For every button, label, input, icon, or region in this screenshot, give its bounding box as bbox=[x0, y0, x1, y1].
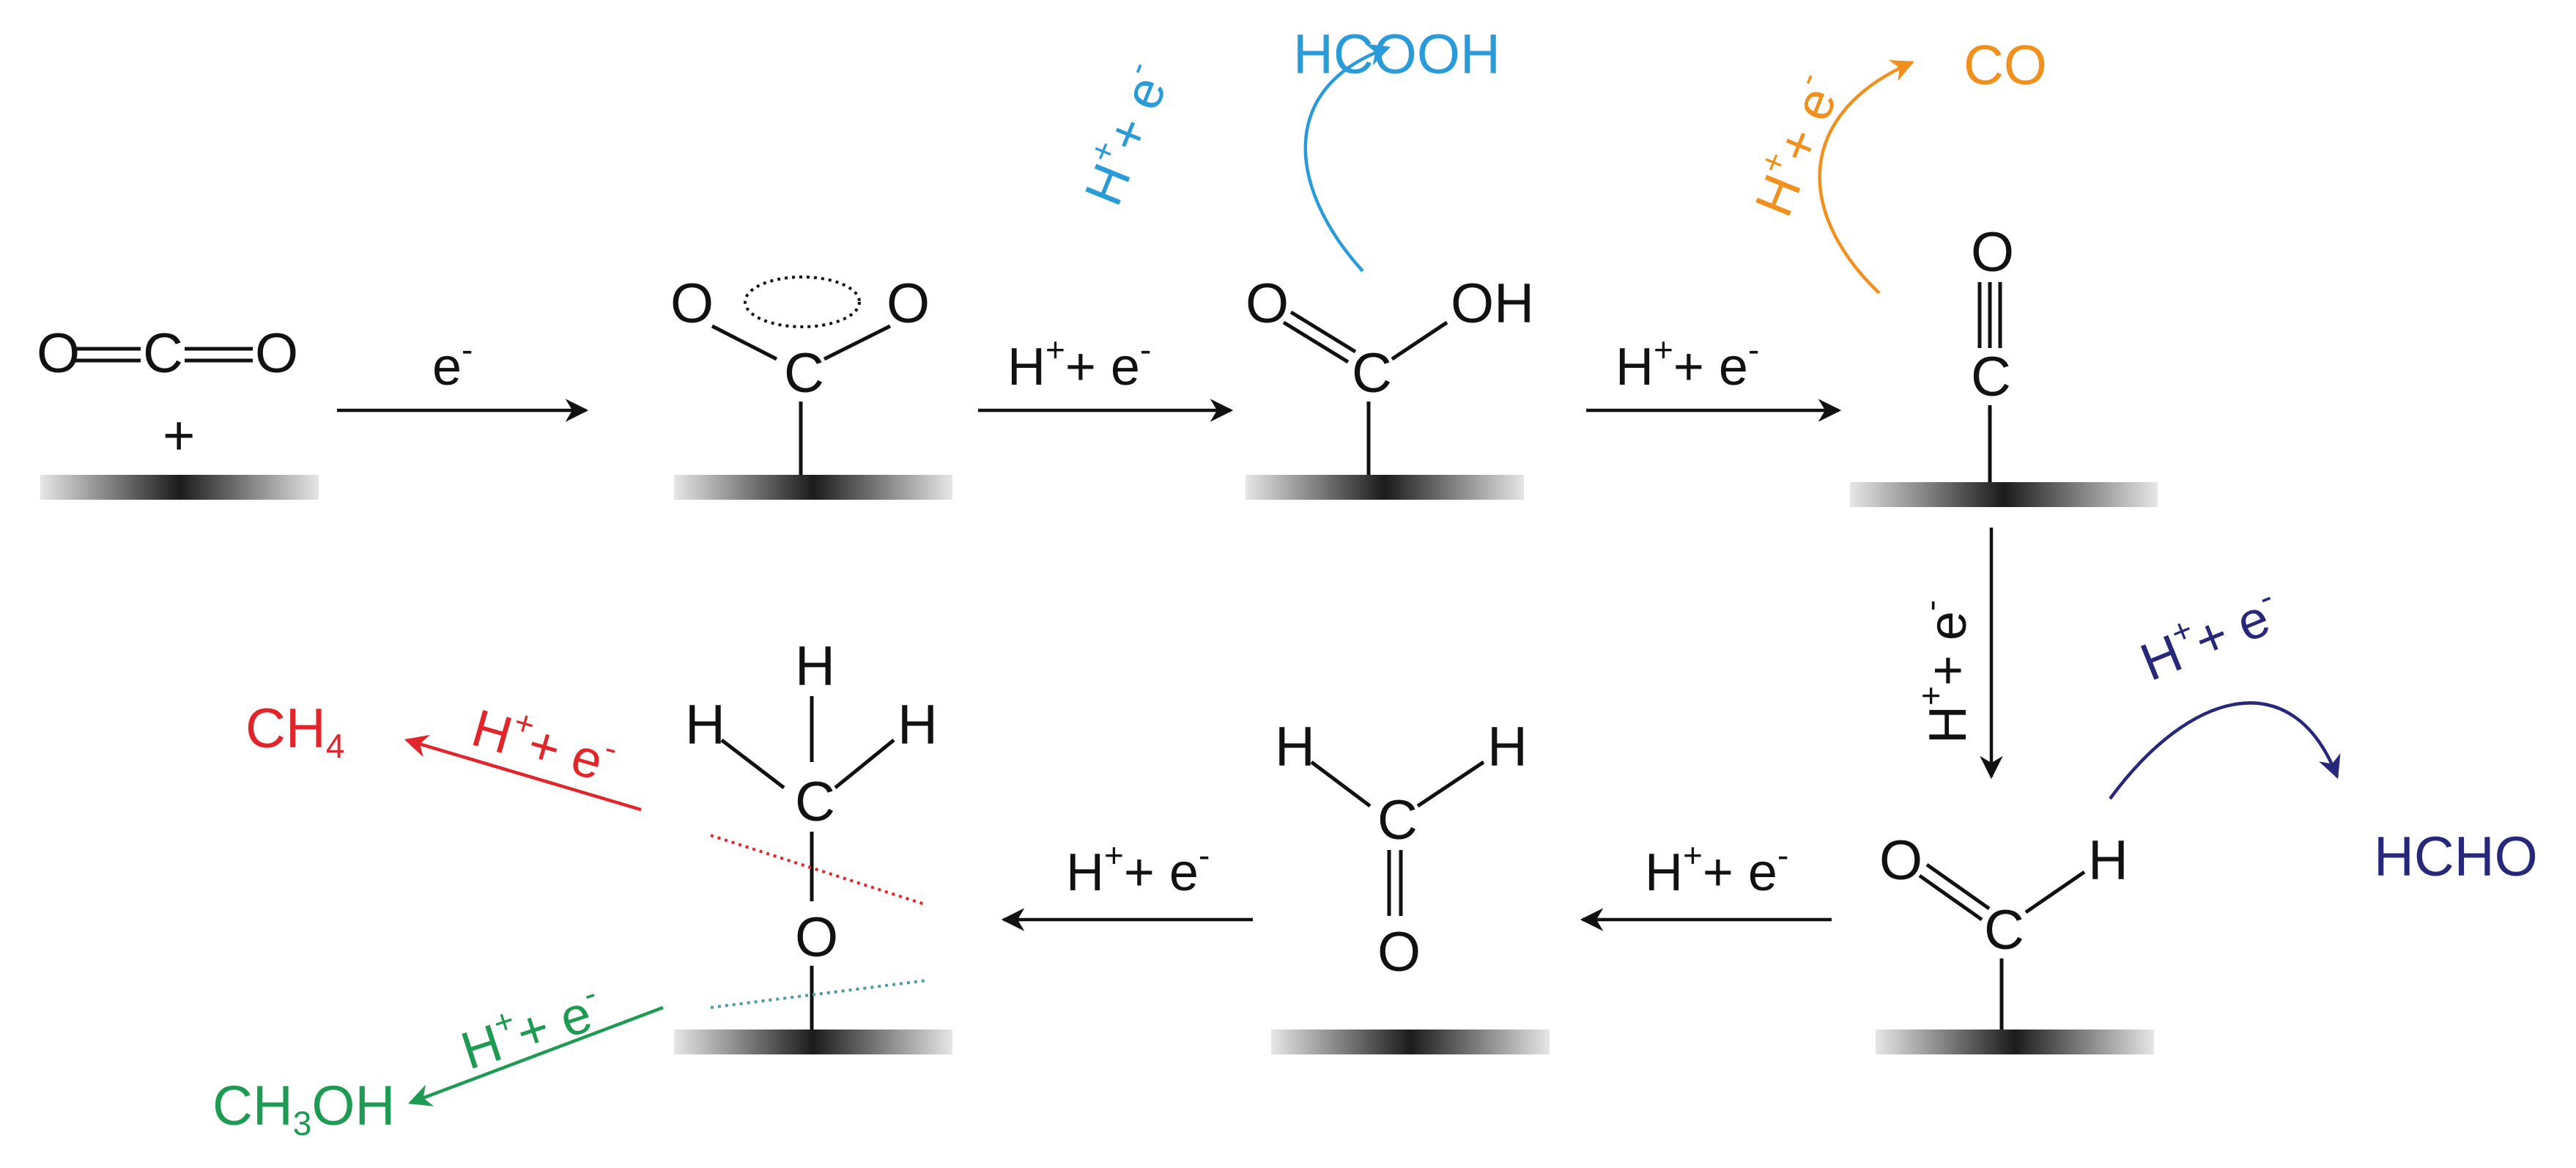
co2-c: C bbox=[143, 322, 183, 385]
co2ads-o-left: O bbox=[670, 273, 714, 335]
cleavage-line-co bbox=[710, 834, 928, 906]
surface-6 bbox=[1271, 1030, 1550, 1054]
label-step-co: H++ e- bbox=[1615, 330, 1759, 396]
cho-o: O bbox=[1879, 829, 1922, 892]
plus-sign: + bbox=[163, 404, 195, 467]
ch2o-c: C bbox=[1377, 789, 1418, 851]
label-hcooh-step: H++ e- bbox=[1067, 55, 1182, 213]
label-step-cho: H++ e- bbox=[1911, 600, 1977, 744]
surface-7 bbox=[674, 1030, 952, 1054]
cleavage-line-osurf bbox=[710, 979, 928, 1009]
surface-4 bbox=[1850, 482, 2158, 507]
ch3o-o: O bbox=[795, 906, 838, 969]
ch3o-adsorbed-molecule: H H H C O bbox=[685, 635, 938, 1030]
co2-o-left: O bbox=[37, 322, 80, 385]
label-co-step: H++ e- bbox=[1737, 66, 1852, 224]
cooh-c: C bbox=[1352, 342, 1392, 404]
product-ch3oh: CH3OH bbox=[212, 1075, 395, 1142]
arrow-to-co bbox=[1818, 59, 1914, 295]
co-o: O bbox=[1971, 221, 2014, 284]
cho-adsorbed-molecule: O H C bbox=[1879, 829, 2128, 1030]
co2-o-right: O bbox=[255, 322, 298, 385]
ch3o-h-right: H bbox=[897, 694, 938, 756]
ch3o-c: C bbox=[795, 771, 835, 833]
cho-c: C bbox=[1984, 899, 2024, 961]
arrow-to-ch3oh bbox=[408, 1005, 664, 1106]
arrow-to-hcooh bbox=[1303, 43, 1391, 273]
delocalized-charge-ring bbox=[744, 276, 861, 328]
ch3o-h-top: H bbox=[795, 635, 835, 698]
cooh-oh: OH bbox=[1451, 273, 1534, 335]
product-ch4: CH4 bbox=[245, 698, 344, 765]
arrow-to-ch4 bbox=[404, 734, 642, 812]
cooh-o: O bbox=[1246, 273, 1289, 335]
co2-adsorbed-molecule: O O C bbox=[670, 273, 930, 475]
label-e-minus: e- bbox=[432, 330, 473, 396]
label-step-cooh: H++ e- bbox=[1007, 330, 1151, 396]
label-step-ch2o: H++ e- bbox=[1645, 836, 1788, 902]
surface-5 bbox=[1876, 1030, 2154, 1054]
co2ads-o-right: O bbox=[887, 273, 930, 335]
surface-2 bbox=[674, 475, 952, 500]
ch3o-h-left: H bbox=[685, 694, 725, 756]
product-hcho: HCHO bbox=[2374, 826, 2538, 888]
co2-free-molecule: O C O + bbox=[37, 322, 298, 467]
cho-h: H bbox=[2088, 829, 2128, 892]
co-adsorbed-molecule: O C bbox=[1971, 221, 2014, 482]
ch2o-adsorbed-molecule: H H C O bbox=[1275, 716, 1528, 983]
ch2o-h-right: H bbox=[1487, 716, 1528, 778]
arrow-to-hcho bbox=[2109, 701, 2341, 800]
label-step-ch3o: H++ e- bbox=[1066, 836, 1210, 902]
co-c: C bbox=[1971, 346, 2011, 408]
surface-3 bbox=[1246, 475, 1524, 500]
co2ads-c: C bbox=[784, 342, 824, 404]
product-co: CO bbox=[1964, 34, 2047, 97]
surface-1 bbox=[40, 475, 319, 500]
ch2o-h-left: H bbox=[1275, 716, 1315, 778]
ch2o-o: O bbox=[1377, 921, 1421, 983]
label-ch3oh-step: H++ e- bbox=[452, 974, 610, 1081]
product-hcooh: HCOOH bbox=[1293, 23, 1500, 86]
label-hcho-step: H++ e- bbox=[2130, 577, 2288, 692]
cooh-adsorbed-molecule: O OH C bbox=[1246, 273, 1534, 475]
